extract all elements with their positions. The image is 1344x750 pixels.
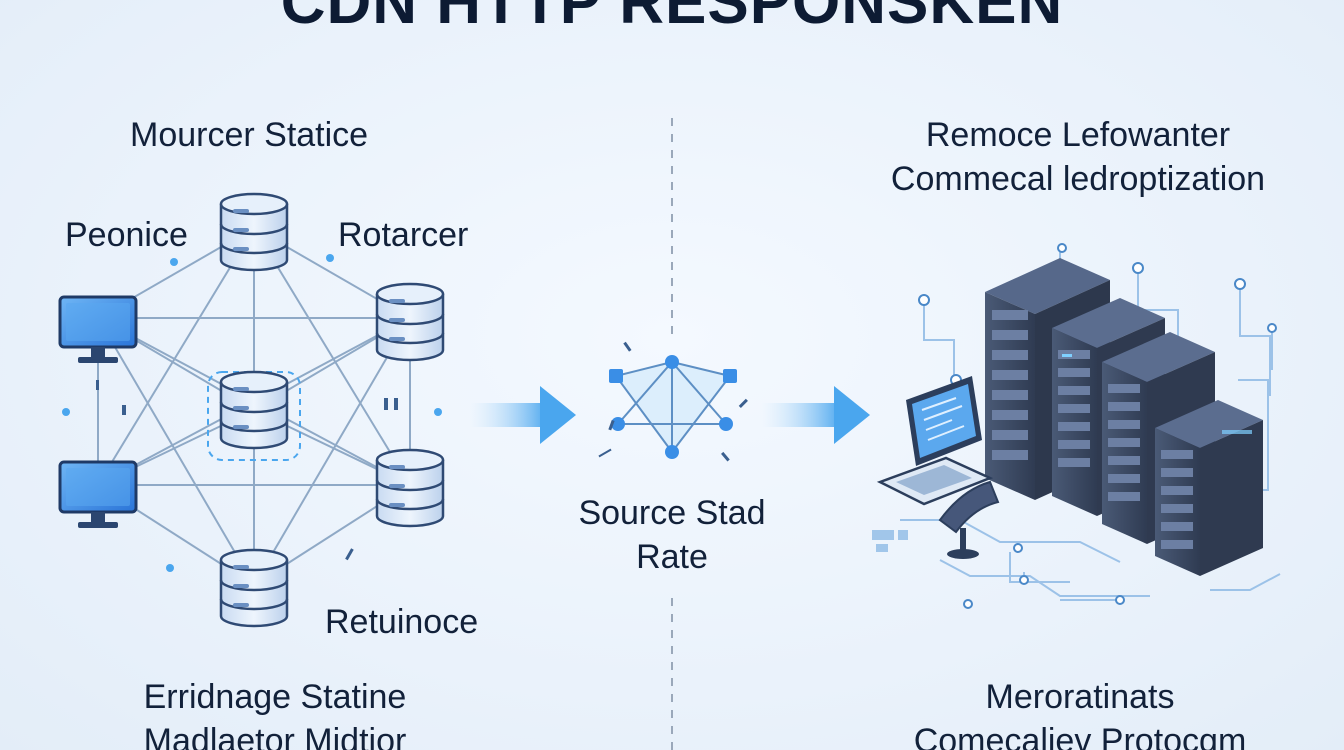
left-footer-line2: Madlaetor Midtior: [143, 722, 407, 750]
laptop-workstation: [876, 376, 1000, 559]
node-label-retuinoce: Retuinoce: [325, 603, 479, 641]
server-rack: [1155, 400, 1263, 576]
node-label-rotarcer: Rotarcer: [338, 216, 469, 254]
node-database-center: [207, 370, 301, 461]
right-footer-line1: Meroratinats: [985, 678, 1175, 716]
node-database-right-lower: [375, 448, 445, 528]
flow-arrow-left: [470, 386, 576, 444]
node-database-bottom: [219, 548, 289, 628]
left-heading: Mourcer Statice: [130, 116, 369, 154]
node-database-right-upper: [375, 282, 445, 362]
right-heading-line2: Commecal ledroptization: [890, 160, 1266, 198]
monitor-icon: [58, 295, 138, 365]
right-footer-line2: Comecaliev Protocgm: [913, 722, 1247, 750]
mini-network: [598, 341, 748, 462]
middle-label-line1: Source Stad: [578, 494, 766, 532]
decorative-dots: [62, 254, 442, 572]
node-label-peonice: Peonice: [65, 216, 188, 254]
right-heading-line1: Remoce Lefowanter: [925, 116, 1231, 154]
flow-arrow-right: [762, 386, 870, 444]
circuit-nodes: [918, 243, 1277, 609]
page-title: CDN HTTP RESPONSKEN: [280, 0, 1064, 37]
node-database-top: [219, 192, 289, 272]
middle-label-line2: Rate: [636, 538, 708, 576]
floor-grid-tiles: [872, 530, 908, 552]
monitor-icon: [58, 460, 138, 530]
left-footer-line1: Erridnage Statine: [143, 678, 407, 716]
